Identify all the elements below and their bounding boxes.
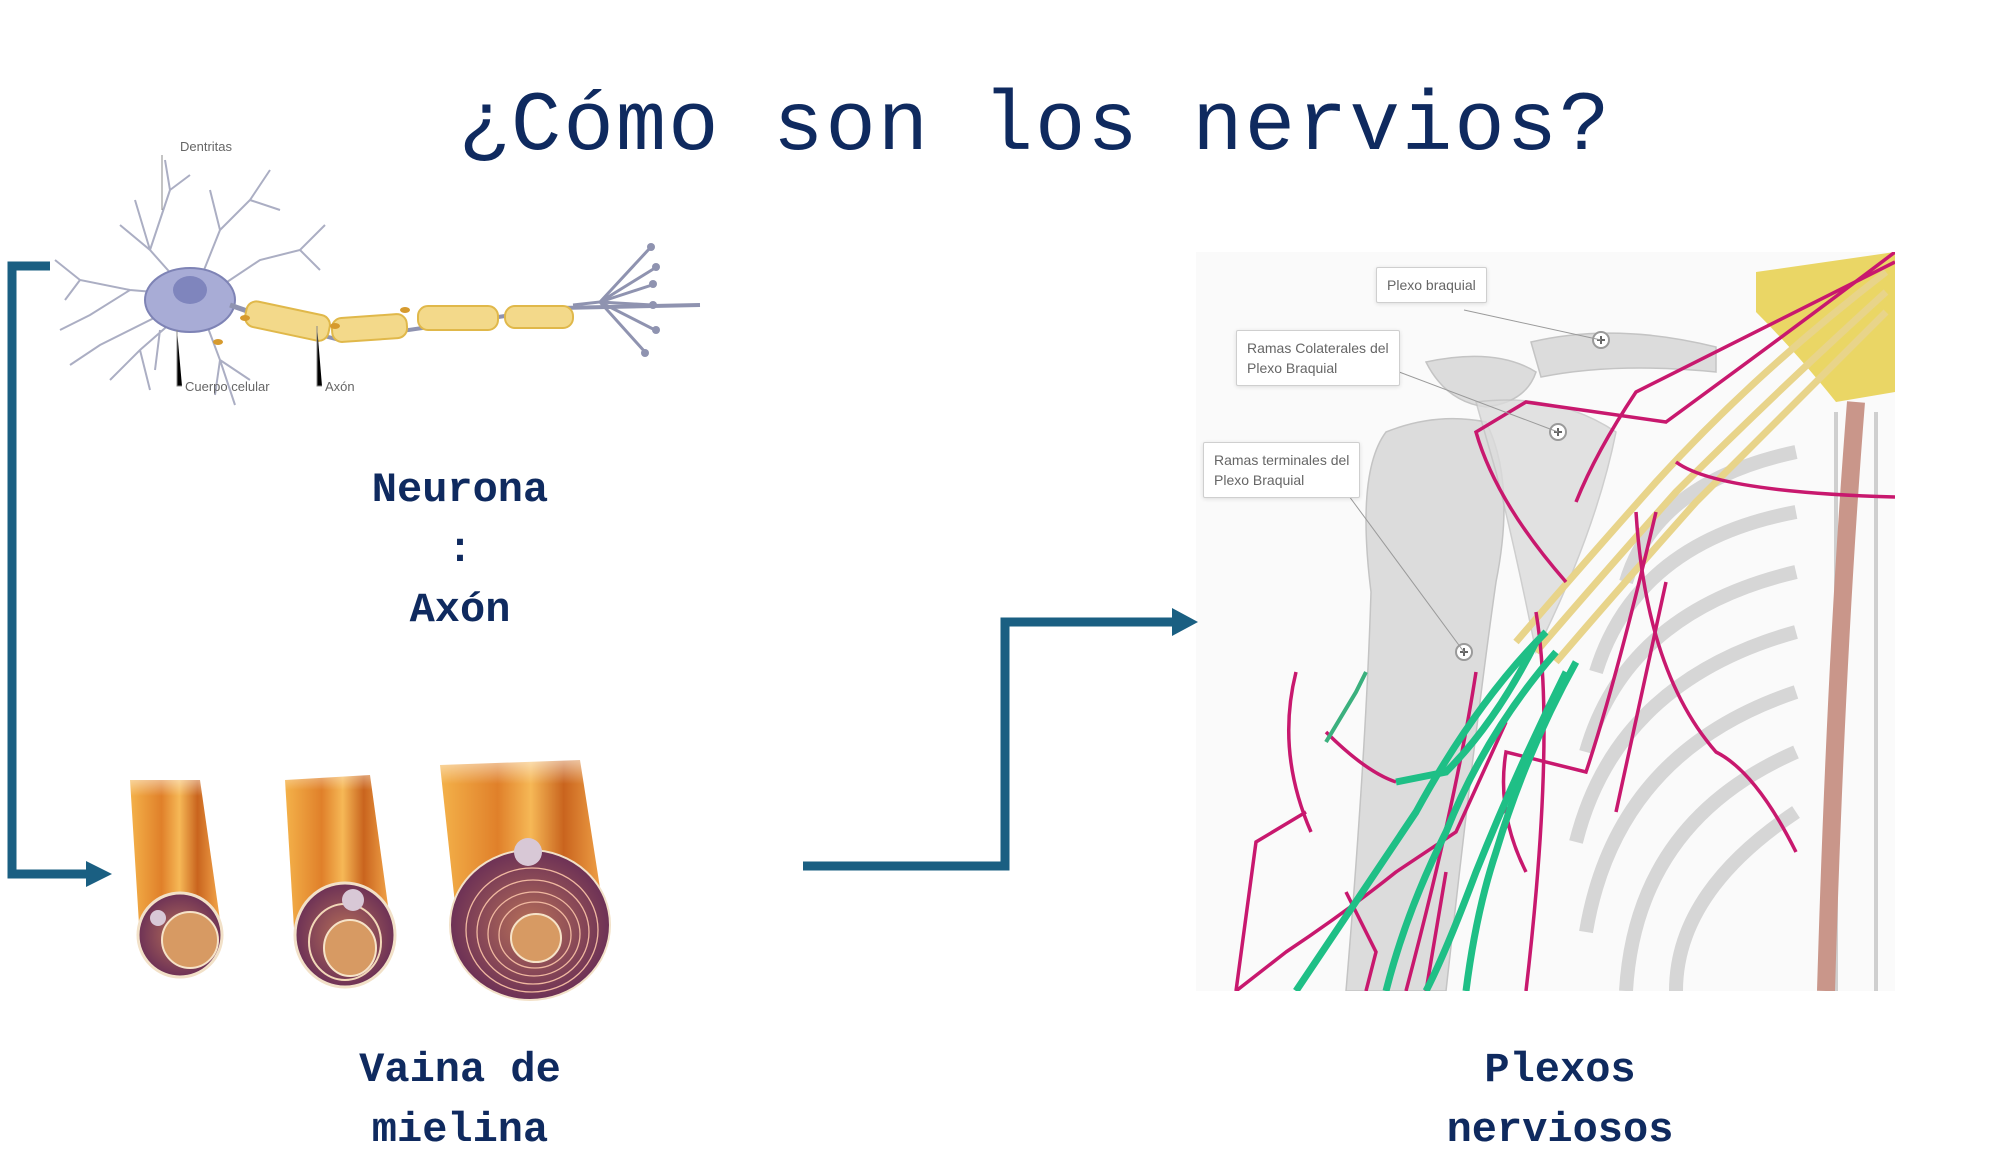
- skeleton-icon: [1345, 332, 1717, 991]
- neuron-caption-line2: :: [447, 526, 473, 574]
- ribs-icon: [1569, 445, 1800, 991]
- callout-brachial-plexus: Plexo braquial: [1376, 267, 1487, 303]
- plexus-caption-line1: Plexos: [1484, 1046, 1636, 1094]
- myelin-stage-3-icon: [430, 740, 630, 1001]
- callout-terminal-line1: Ramas terminales del: [1214, 452, 1350, 468]
- callout-terminal-branches: Ramas terminales del Plexo Braquial: [1203, 442, 1361, 498]
- callout-collateral-branches: Ramas Colaterales del Plexo Braquial: [1236, 330, 1400, 386]
- neuron-caption-line3: Axón: [409, 586, 511, 634]
- plexus-caption-line2: nerviosos: [1446, 1106, 1674, 1154]
- connector-myelin-to-plexus: [803, 617, 1175, 871]
- label-cell-body: Cuerpo celular: [185, 379, 270, 394]
- myelin-stage-2-icon: [270, 750, 410, 989]
- slide-title: ¿Cómo son los nervios?: [458, 80, 1612, 175]
- callout-collateral-line1: Ramas Colaterales del: [1247, 340, 1389, 356]
- myelin-illustration: [100, 720, 800, 1020]
- axon-terminal-icon: [572, 246, 656, 354]
- plexus-diagram: [1234, 252, 1895, 991]
- spinal-cord-icon: [1817, 401, 1865, 991]
- callout-collateral-line2: Plexo Braquial: [1247, 360, 1338, 376]
- arrow-head-icon: [1172, 608, 1198, 636]
- neuron-illustration: Dentritas Cuerpo celular Axón: [40, 130, 840, 420]
- myelin-caption-line2: mielina: [371, 1106, 549, 1154]
- nucleus-icon: [173, 276, 207, 304]
- plexus-caption: Plexos nerviosos: [1400, 1040, 1720, 1160]
- myelin-caption: Vaina de mielina: [300, 1040, 620, 1160]
- neuron-diagram: [54, 155, 701, 406]
- neuron-caption-line1: Neurona: [371, 466, 549, 514]
- green-nerves-icon: [1293, 629, 1580, 991]
- label-dendrites: Dentritas: [180, 139, 233, 154]
- myelin-diagram: [120, 740, 630, 1001]
- callout-terminal-line2: Plexo Braquial: [1214, 472, 1305, 488]
- plexus-trunks-icon: [1513, 269, 1889, 665]
- myelin-stage-1-icon: [120, 760, 240, 979]
- label-axon: Axón: [325, 379, 355, 394]
- myelin-caption-line1: Vaina de: [359, 1046, 561, 1094]
- magenta-nerves-icon: [1234, 252, 1895, 991]
- neuron-caption: Neurona : Axón: [300, 460, 620, 640]
- brachial-plexus-illustration: Plexo braquial Ramas Colaterales del Ple…: [1196, 252, 1895, 991]
- myelin-segments-icon: [244, 300, 574, 343]
